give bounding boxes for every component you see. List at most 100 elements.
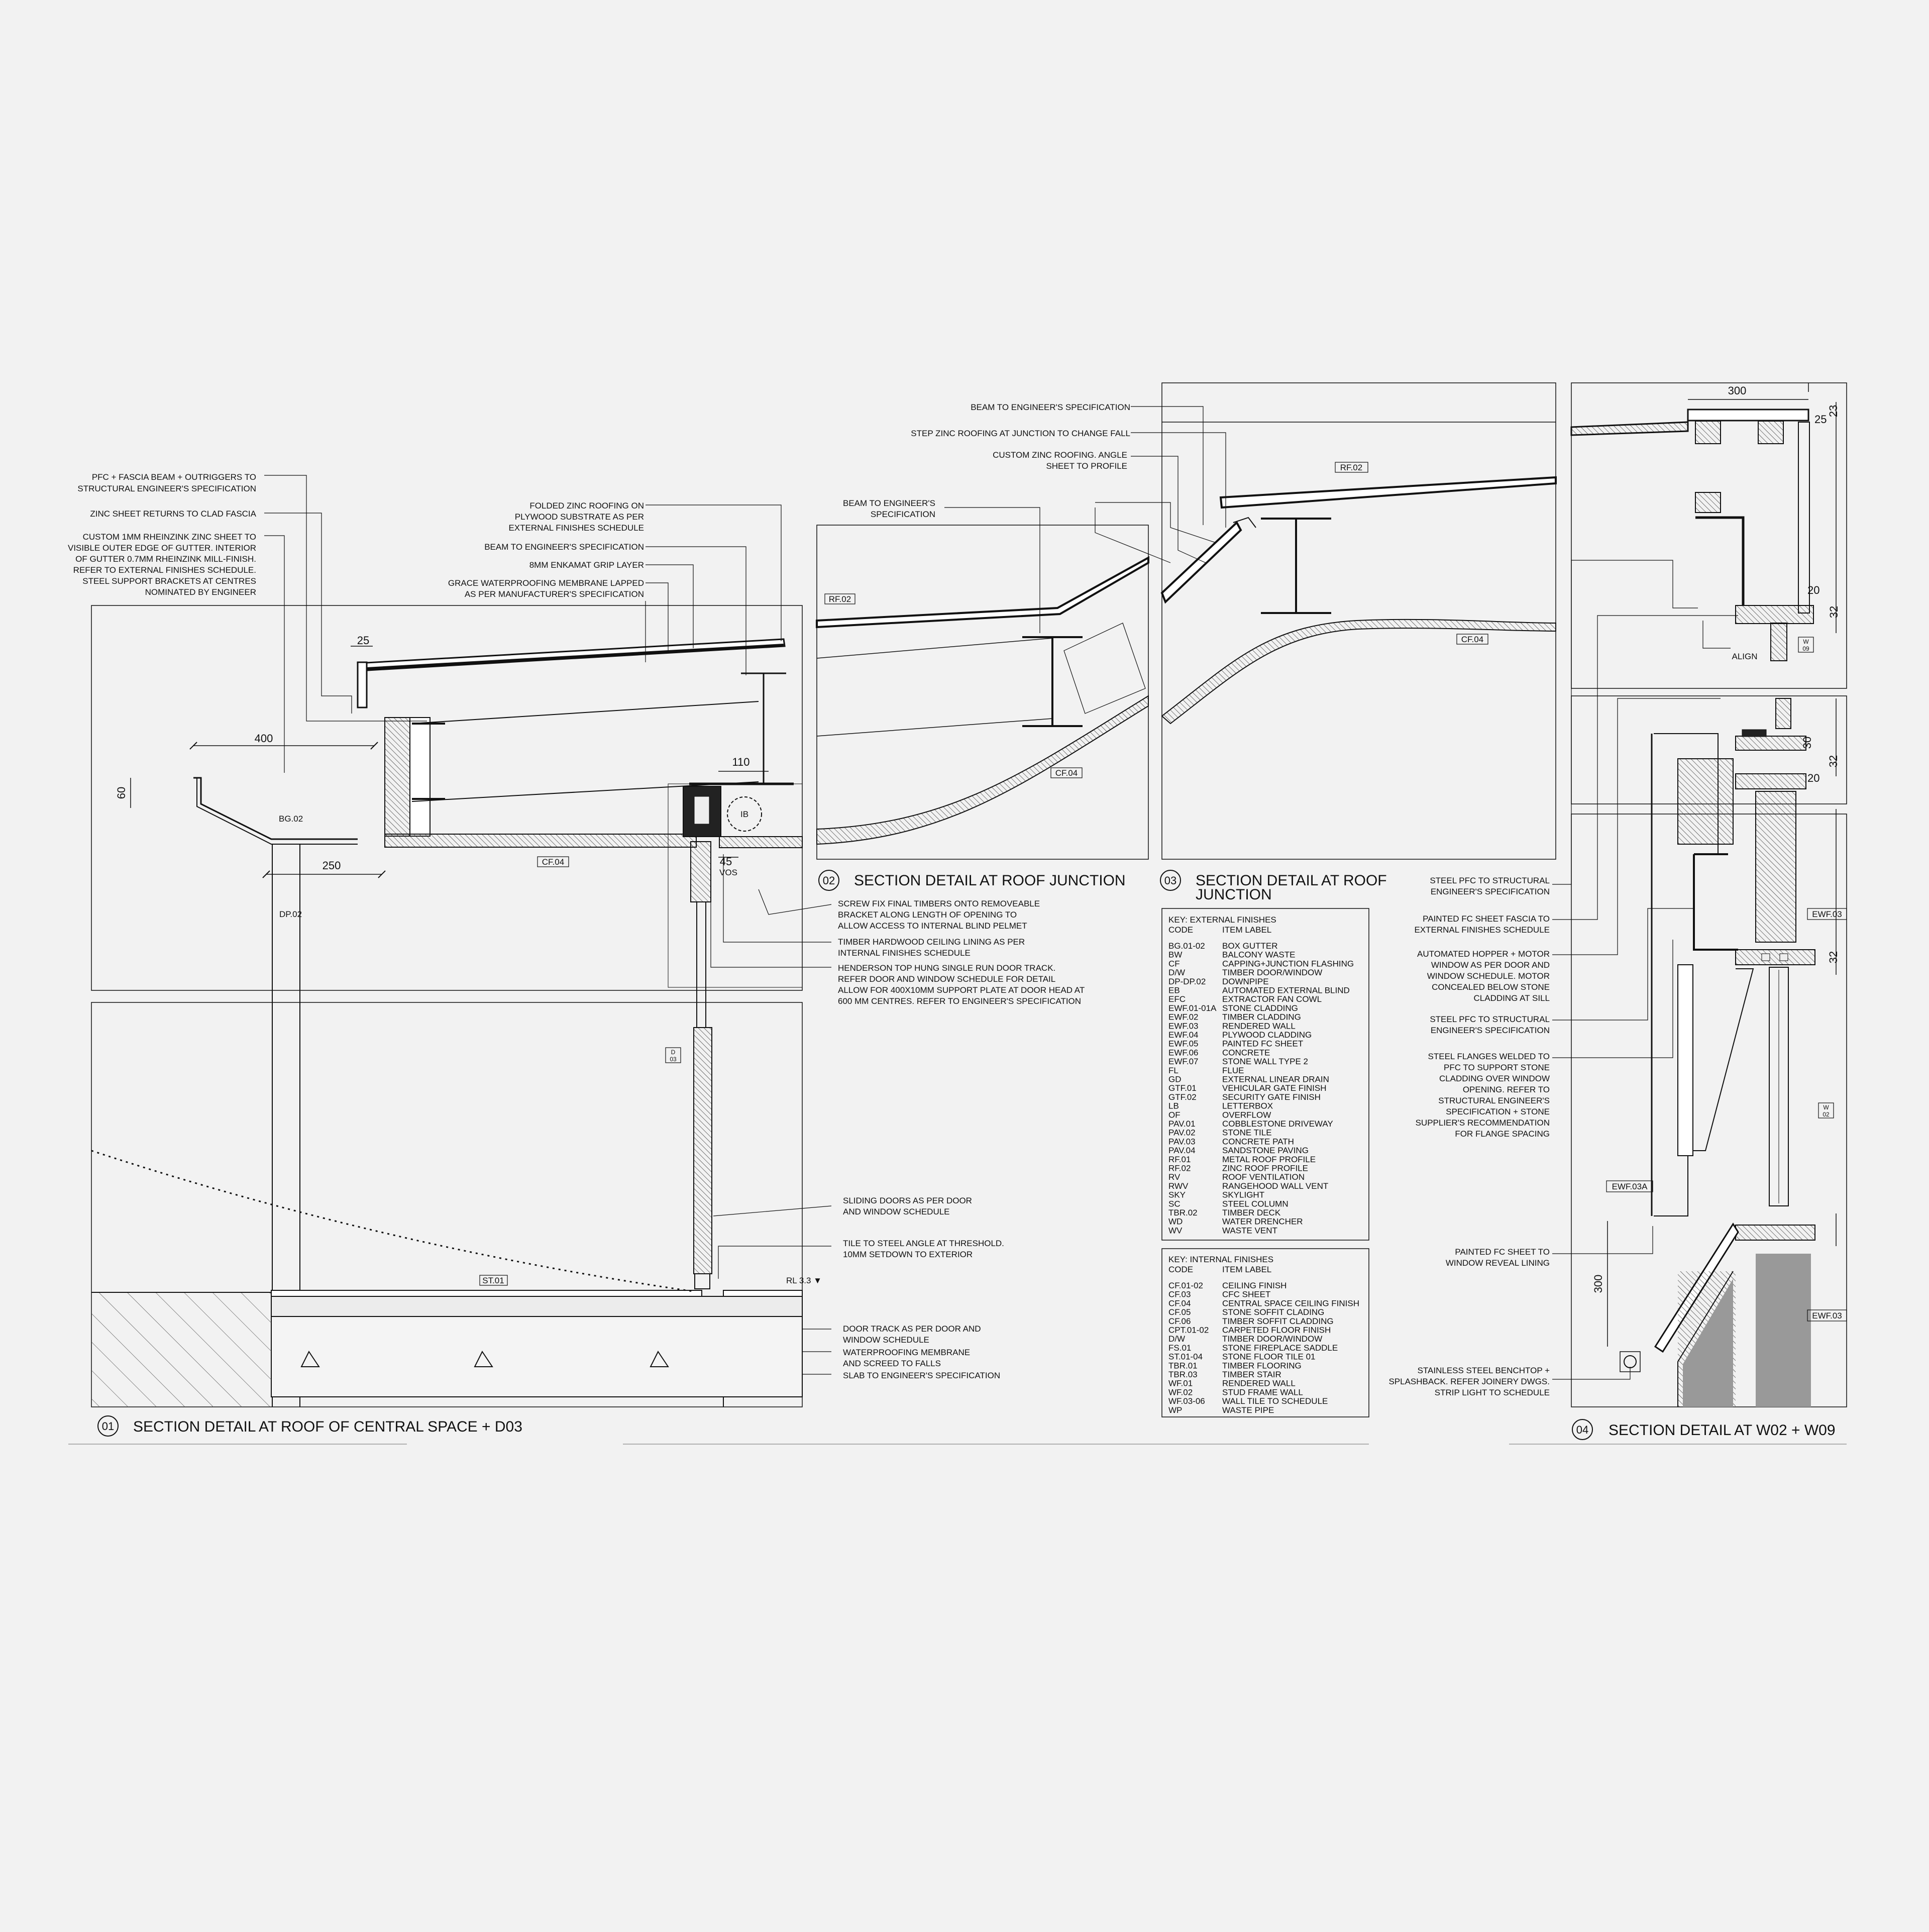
d01-tag: DP.02 [279, 909, 302, 919]
d04-note: WINDOW AS PER DOOR AND [1431, 960, 1550, 970]
key-internal-row-label: STONE SOFFIT CLADING [1222, 1307, 1324, 1317]
d04-tag: 09 [1802, 645, 1809, 652]
d04-dim: 32 [1828, 606, 1840, 618]
key-external-row-code: EWF.07 [1168, 1057, 1199, 1066]
key-external-row-code: EWF.01-01A [1168, 1003, 1217, 1013]
key-external-row-code: EFC [1168, 994, 1186, 1004]
d03-number: 03 [1164, 874, 1176, 887]
key-external-row-label: SECURITY GATE FINISH [1222, 1092, 1321, 1102]
d01-note-top: EXTERNAL FINISHES SCHEDULE [508, 523, 644, 533]
d01-dim: 25 [357, 634, 369, 647]
d04-note: PFC TO SUPPORT STONE [1444, 1063, 1550, 1072]
key-external-row-label: PAINTED FC SHEET [1222, 1039, 1303, 1049]
key-internal-row-label: STUD FRAME WALL [1222, 1387, 1303, 1397]
key-internal-row-label: RENDERED WALL [1222, 1379, 1296, 1388]
key-external-row-label: CONCRETE [1222, 1048, 1270, 1057]
d01-note-top: AS PER MANUFACTURER'S SPECIFICATION [465, 589, 644, 599]
key-external-row-code: RWV [1168, 1181, 1189, 1191]
d04-tag: ALIGN [1732, 652, 1757, 661]
key-external-row-code: GTF.01 [1168, 1083, 1197, 1093]
d01-note-lower: WATERPROOFING MEMBRANE [843, 1348, 970, 1357]
key-internal-row-label: WASTE PIPE [1222, 1405, 1274, 1415]
hopper-window-frame [1769, 967, 1789, 1206]
d01-title: SECTION DETAIL AT ROOF OF CENTRAL SPACE … [133, 1418, 522, 1435]
d04-note: CLADDING AT SILL [1474, 993, 1550, 1003]
key-internal-row-label: TIMBER DOOR/WINDOW [1222, 1334, 1322, 1344]
door-swing-arc [91, 1150, 694, 1292]
key-external-row-code: EWF.04 [1168, 1030, 1199, 1040]
d04-note: STRUCTURAL ENGINEER'S [1438, 1096, 1550, 1105]
d02-tag: RF.02 [829, 594, 851, 604]
key-external-texts: KEY: EXTERNAL FINISHES CODE ITEM LABEL B… [1168, 915, 1354, 1235]
key-external-row-code: DP-DP.02 [1168, 977, 1206, 986]
key-internal-col-code: CODE [1168, 1265, 1193, 1274]
key-internal-row-code: WF.03-06 [1168, 1396, 1205, 1406]
key-external-row-label: STEEL COLUMN [1222, 1199, 1289, 1208]
key-external-row-code: PAV.01 [1168, 1119, 1196, 1129]
key-external-row-code: GD [1168, 1075, 1182, 1084]
d03-note: STEP ZINC ROOFING AT JUNCTION TO CHANGE … [911, 429, 1130, 438]
key-external-row-code: WV [1168, 1226, 1183, 1235]
detail-04-leaders [1552, 560, 1738, 1380]
splashback-grey [1683, 1279, 1733, 1407]
blind-roll-circle [727, 796, 762, 832]
d01-note-top: FOLDED ZINC ROOFING ON [529, 501, 644, 511]
ground-hatch [91, 1292, 271, 1407]
detail-01-number-circle [97, 1415, 119, 1437]
d01-note-left: STEEL SUPPORT BRACKETS AT CENTRES [82, 576, 256, 586]
detail-04-frame-top [1571, 382, 1847, 689]
key-internal-row-label: TIMBER STAIR [1222, 1370, 1281, 1379]
detail-04-drawing [1552, 382, 1847, 1407]
benchtop-grey [1756, 1254, 1811, 1407]
i-beam-detail-02 [1022, 636, 1083, 727]
d01-note-right: HENDERSON TOP HUNG SINGLE RUN DOOR TRACK… [838, 963, 1055, 973]
key-external-row-code: SC [1168, 1199, 1181, 1208]
d04-dim: 25 [1814, 413, 1827, 426]
d03-title: SECTION DETAIL AT ROOF [1196, 872, 1387, 889]
d01-note-right: TIMBER HARDWOOD CEILING LINING AS PER [838, 937, 1025, 947]
d04-note: PAINTED FC SHEET FASCIA TO [1423, 914, 1550, 924]
key-external-row-code: RF.02 [1168, 1164, 1191, 1173]
d04-dim: 32 [1827, 755, 1840, 767]
stone-cladding [1755, 791, 1796, 943]
key-external-row-code: OF [1168, 1110, 1181, 1120]
d04-note: SUPPLIER'S RECOMMENDATION [1416, 1118, 1550, 1128]
d03-note: SHEET TO PROFILE [1046, 461, 1127, 471]
d02-number: 02 [823, 874, 835, 887]
d04-note: CONCEALED BELOW STONE [1432, 982, 1550, 992]
detail-03-texts: 03 SECTION DETAIL AT ROOF JUNCTION BEAM … [911, 402, 1483, 903]
d04-note: SPECIFICATION + STONE [1446, 1107, 1550, 1116]
key-internal-heading: KEY: INTERNAL FINISHES [1168, 1255, 1273, 1264]
key-external-row-code: CF [1168, 959, 1180, 968]
key-internal-row-code: TBR.03 [1168, 1370, 1198, 1379]
d01-note-lower: AND SCREED TO FALLS [843, 1359, 941, 1368]
d04-note: WINDOW SCHEDULE. MOTOR [1427, 971, 1550, 981]
ceiling-lining [384, 834, 697, 848]
d04-note: SPLASHBACK. REFER JOINERY DWGS. [1388, 1377, 1550, 1386]
step-zinc-roof [1160, 521, 1242, 604]
key-external-row-code: FL [1168, 1066, 1178, 1075]
d02-note: SPECIFICATION [871, 510, 935, 519]
d01-note-right: BRACKET ALONG LENGTH OF OPENING TO [838, 910, 1017, 920]
d04-note: CLADDING OVER WINDOW [1439, 1074, 1550, 1083]
d01-tag: CF.04 [542, 857, 564, 867]
d01-note-lower: AND WINDOW SCHEDULE [843, 1207, 950, 1216]
key-external-row-label: TIMBER CLADDING [1222, 1012, 1301, 1022]
d03-tag: RF.02 [1340, 463, 1362, 472]
d04-note: STEEL PFC TO STRUCTURAL [1430, 876, 1550, 885]
key-external-row-label: STONE TILE [1222, 1128, 1272, 1138]
d04-note: EXTERNAL FINISHES SCHEDULE [1414, 925, 1550, 935]
key-external-row-label: SKYLIGHT [1222, 1190, 1264, 1200]
d04-title: SECTION DETAIL AT W02 + W09 [1609, 1422, 1836, 1439]
d04-tag: EWF.03 [1812, 1311, 1842, 1320]
d04-note: STAINLESS STEEL BENCHTOP + [1418, 1366, 1550, 1375]
key-external-row-code: PAV.03 [1168, 1137, 1196, 1146]
detail-03-frame [1161, 382, 1556, 860]
i-beam-detail-03 [1261, 518, 1331, 614]
key-external-row-label: TIMBER DECK [1222, 1208, 1281, 1217]
key-external-row-label: COBBLESTONE DRIVEWAY [1222, 1119, 1333, 1129]
d01-tag: 03 [670, 1056, 677, 1063]
d04-tag: EWF.03A [1612, 1182, 1648, 1191]
key-external-row-label: WASTE VENT [1222, 1226, 1277, 1235]
